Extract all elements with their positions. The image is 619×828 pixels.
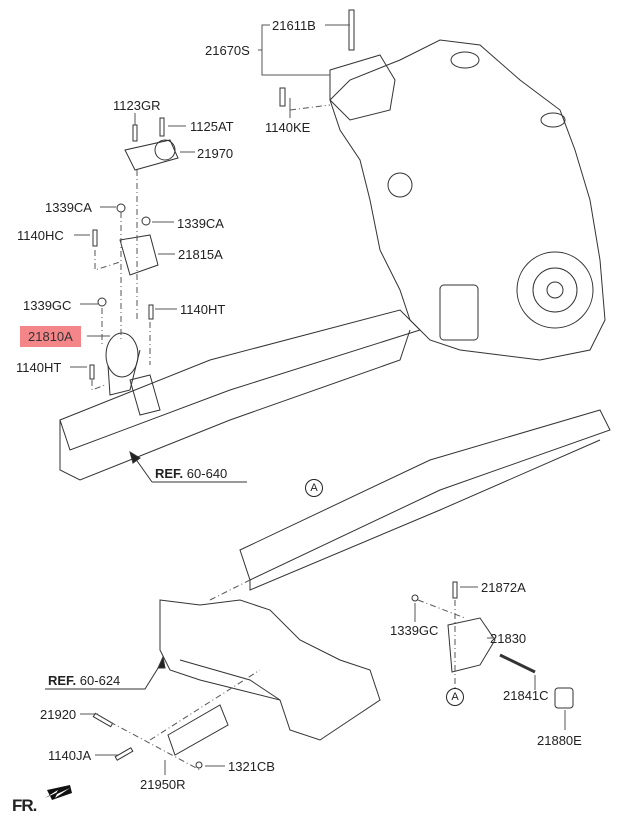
dash-chain-lines xyxy=(91,104,466,771)
part-label-1125AT[interactable]: 1125AT xyxy=(190,119,234,134)
connection-marker-a: A xyxy=(305,479,323,497)
part-label-21880E[interactable]: 21880E xyxy=(537,733,582,748)
reference-60-640[interactable]: REF. 60-640 xyxy=(155,466,227,481)
part-label-21810A-highlighted[interactable]: 21810A xyxy=(20,326,81,347)
part-label-1140HC[interactable]: 1140HC xyxy=(17,228,64,243)
part-label-21950R[interactable]: 21950R xyxy=(140,777,186,792)
connection-marker-a: A xyxy=(446,688,464,706)
engine-mount-parts xyxy=(105,139,574,756)
front-arrow-icon xyxy=(45,785,72,800)
ref-arrow-1-head xyxy=(129,450,141,464)
ref-prefix: REF. xyxy=(155,466,184,481)
fasteners xyxy=(89,9,536,769)
part-label-1140HT[interactable]: 1140HT xyxy=(16,360,62,375)
engine-assembly xyxy=(329,39,606,361)
reference-60-624[interactable]: REF. 60-624 xyxy=(48,673,120,688)
part-label-1321CB[interactable]: 1321CB xyxy=(228,759,275,774)
part-label-1140HT[interactable]: 1140HT xyxy=(180,302,226,317)
sub-frame xyxy=(159,599,381,741)
part-label-1339CA[interactable]: 1339CA xyxy=(45,200,92,215)
front-direction-label: FR. xyxy=(12,796,37,815)
part-label-1339CA[interactable]: 1339CA xyxy=(177,216,224,231)
part-label-21815A[interactable]: 21815A xyxy=(178,247,223,262)
ref-arrow-1 xyxy=(134,457,247,483)
part-label-21920[interactable]: 21920 xyxy=(40,707,77,722)
part-label-21611B[interactable]: 21611B xyxy=(272,18,316,33)
side-member-frame xyxy=(59,309,611,591)
leader-lines xyxy=(70,24,566,775)
ref-prefix: REF. xyxy=(48,673,77,688)
ref-code: 60-624 xyxy=(79,673,121,688)
part-label-21841C[interactable]: 21841C xyxy=(503,688,549,703)
ref-code: 60-640 xyxy=(186,466,228,481)
part-label-21872A[interactable]: 21872A xyxy=(481,580,526,595)
part-label-21830[interactable]: 21830 xyxy=(490,631,527,646)
ref-arrow-2 xyxy=(45,664,161,690)
ref-arrow-2-head xyxy=(157,655,166,669)
part-label-1339GC[interactable]: 1339GC xyxy=(23,298,72,313)
part-label-21670S[interactable]: 21670S xyxy=(205,43,250,58)
part-label-1140KE[interactable]: 1140KE xyxy=(265,120,311,135)
part-label-21970[interactable]: 21970 xyxy=(197,146,234,161)
part-label-1339GC[interactable]: 1339GC xyxy=(390,623,439,638)
part-label-1123GR[interactable]: 1123GR xyxy=(113,98,161,113)
part-label-1140JA[interactable]: 1140JA xyxy=(48,748,92,763)
